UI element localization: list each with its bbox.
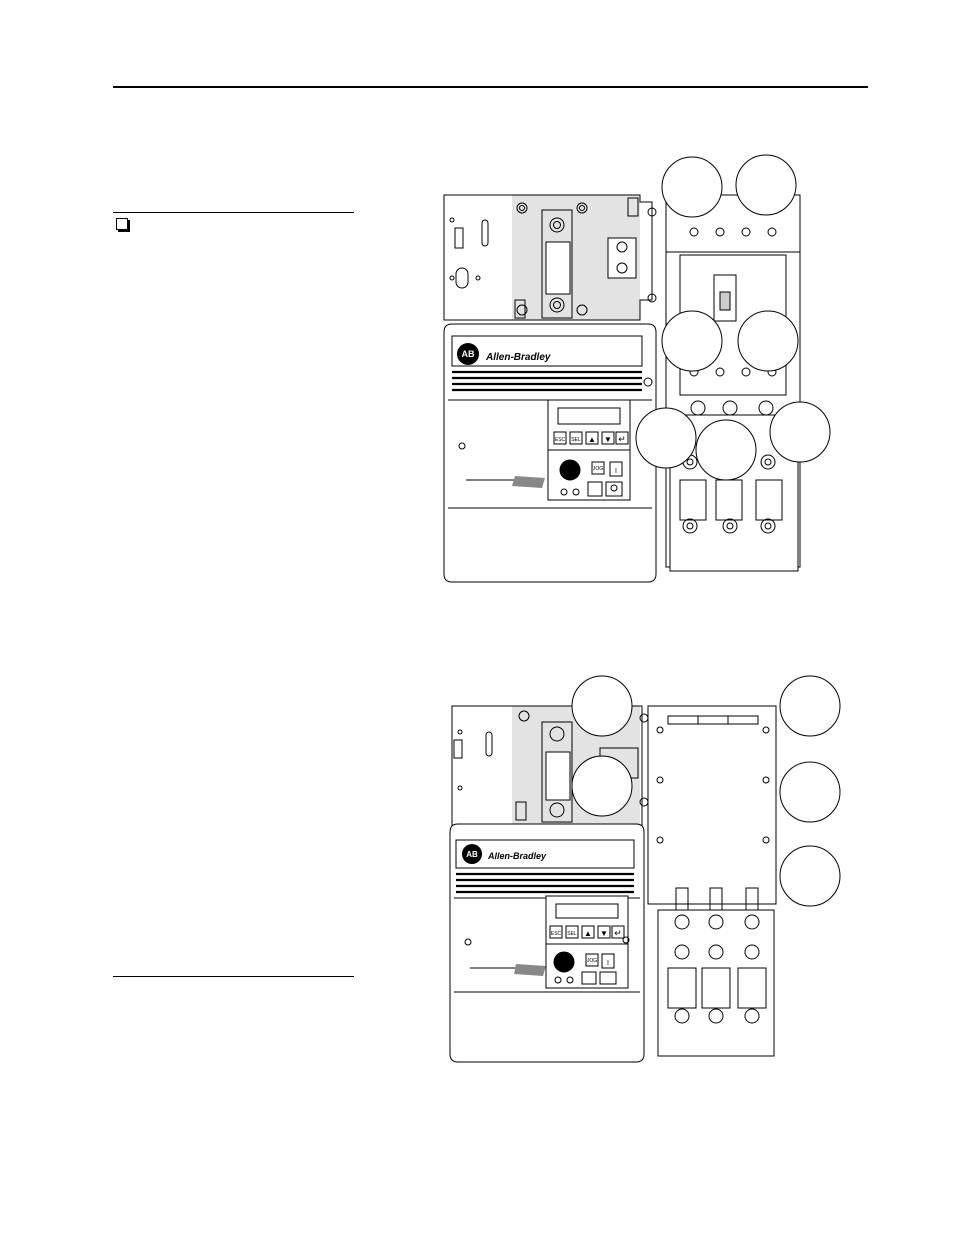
ab-logo-text: AB — [466, 850, 478, 859]
jog-key-label: JOG — [593, 466, 603, 472]
start-key-label: I — [607, 960, 609, 967]
sidebar-top-rule — [113, 212, 354, 213]
down-arrow-icon: ▼ — [600, 929, 608, 938]
up-arrow-icon: ▲ — [588, 435, 596, 444]
figure-drive-top: AB Allen-Bradley ESC SEL JOG I ▲ ▼ ↵ — [443, 154, 831, 583]
up-arrow-icon: ▲ — [584, 929, 592, 938]
ab-logo-icon — [462, 844, 482, 864]
enter-icon: ↵ — [618, 434, 626, 444]
start-key-label: I — [615, 468, 617, 475]
sidebar-bottom-rule — [113, 976, 354, 977]
brand-name: Allen-Bradley — [485, 352, 551, 363]
brand-name: Allen-Bradley — [487, 851, 547, 861]
esc-key-label: ESC — [555, 437, 566, 443]
enter-icon: ↵ — [614, 928, 622, 938]
ab-logo-text: AB — [462, 349, 475, 359]
jog-key-label: JOG — [587, 958, 597, 964]
sel-key-label: SEL — [567, 931, 577, 937]
checkbox-icon — [116, 218, 128, 230]
figure-drive-bottom: AB Allen-Bradley ESC SEL JOG I ▲ ▼ ↵ — [449, 675, 841, 1063]
checklist-item — [116, 218, 128, 230]
esc-key-label: ESC — [551, 931, 562, 937]
ab-logo-icon — [457, 343, 479, 365]
sel-key-label: SEL — [571, 437, 581, 443]
down-arrow-icon: ▼ — [604, 435, 612, 444]
header-rule — [113, 86, 868, 88]
